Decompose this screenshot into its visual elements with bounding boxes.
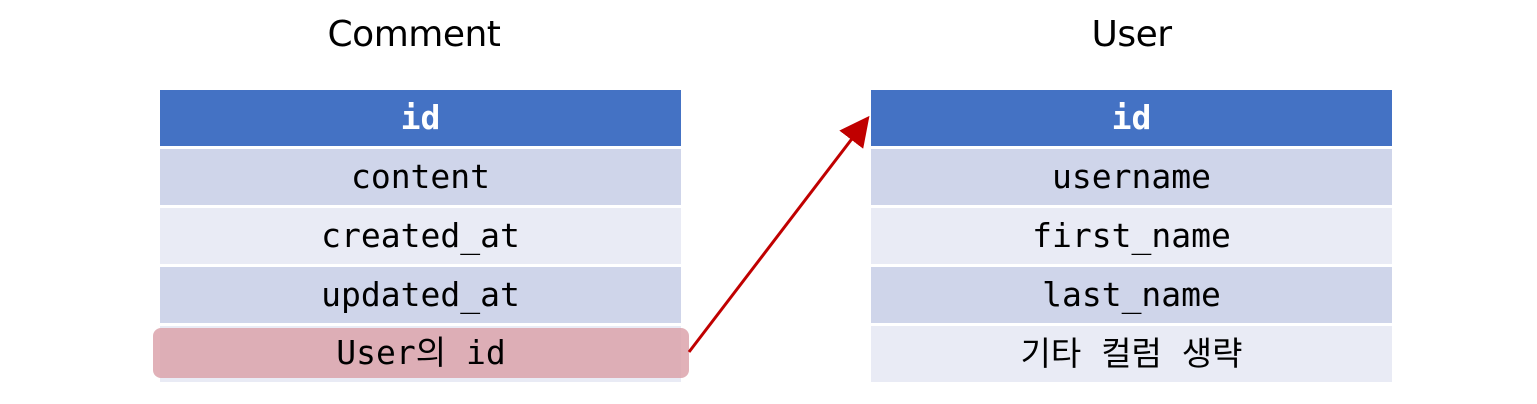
comment-created-at-row: created_at (160, 208, 681, 264)
user-table-title: User (1091, 14, 1172, 55)
comment-id-header: id (160, 90, 681, 146)
user-username-row: username (871, 149, 1392, 205)
comment-updated-at-row: updated_at (160, 267, 681, 323)
comment-user-fk-row: User의 id (153, 328, 689, 378)
user-first-name-row: first_name (871, 208, 1392, 264)
user-last-name-row: last_name (871, 267, 1392, 323)
comment-table-title: Comment (327, 14, 501, 55)
arrow-line (687, 115, 870, 353)
comment-content-row: content (160, 149, 681, 205)
user-table: id username first_name last_name 기타 컬럼 생… (871, 90, 1392, 385)
user-other-columns-row: 기타 컬럼 생략 (871, 326, 1392, 382)
user-id-header: id (871, 90, 1392, 146)
